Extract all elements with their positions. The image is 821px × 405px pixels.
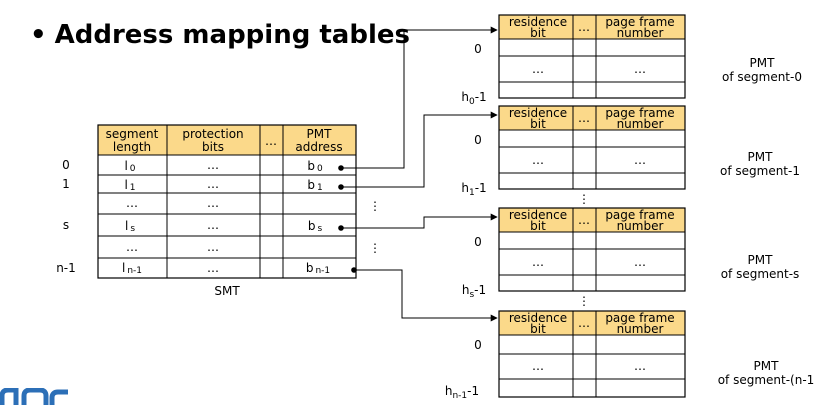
- smt-row-4-length: …: [126, 240, 138, 254]
- smt-vdots-2: ⋮: [369, 241, 381, 255]
- pmt-s-dots-col1: …: [532, 255, 544, 269]
- smt-header-fill: [98, 125, 356, 155]
- pmt-s-first-row-label: 0: [474, 235, 482, 249]
- pmt-1-header-ellipsis: …: [578, 111, 590, 125]
- pmt-s-dots-col3: …: [634, 255, 646, 269]
- smt-border: [97, 124, 357, 279]
- logo-fragment-icon: [0, 388, 68, 405]
- smt-row-s-prot: …: [207, 218, 219, 232]
- pmt-s-last-row-label: hs-1: [462, 283, 486, 300]
- pmt-n-1-header-bit: bit: [530, 322, 546, 336]
- smt-row-label-s: s: [63, 218, 69, 232]
- smt-row-label-0: 0: [62, 158, 70, 172]
- arrow-to-pmt-0: [341, 26, 498, 169]
- pmt-vdots-1: ⋮: [578, 192, 590, 206]
- pmt-1-caption-1: PMT: [748, 150, 774, 164]
- pmt-1-first-row-label: 0: [474, 133, 482, 147]
- pmt-0-header-residence: residence: [509, 15, 567, 29]
- title-text: Address mapping tables: [54, 20, 410, 50]
- pmt-0-caption-2: of segment-0: [722, 70, 802, 84]
- pmt-n-1-dots-col3: …: [634, 359, 646, 373]
- smt-vdots-1: ⋮: [369, 199, 381, 213]
- pmt-0-header-number: number: [617, 26, 664, 40]
- pmt-0-caption-1: PMT: [750, 56, 776, 70]
- slide-title: •Address mapping tables: [30, 20, 410, 50]
- pmt-1-header-page-frame: page frame: [605, 106, 674, 120]
- pmt-n-1-header-residence: residence: [509, 311, 567, 325]
- smt-row-label-1: 1: [62, 177, 70, 191]
- smt-row-4-prot: …: [207, 240, 219, 254]
- pmt-0-dots-col1: …: [532, 62, 544, 76]
- pmt-table-s: residence bit … page frame number … … 0 …: [462, 207, 800, 300]
- arrow-to-pmt-s: [341, 213, 498, 229]
- pmt-vdots-2: ⋮: [578, 294, 590, 308]
- smt-caption: SMT: [214, 284, 240, 298]
- smt-header-protection-bits-1: protection: [182, 127, 243, 141]
- pmt-table-0: residence bit … page frame number … … 0 …: [461, 14, 802, 107]
- pmt-0-header-ellipsis: …: [578, 20, 590, 34]
- pmt-1-header-residence: residence: [509, 106, 567, 120]
- pmt-s-header-bit: bit: [530, 219, 546, 233]
- smt-table: segment length protection bits … PMT add…: [56, 124, 381, 298]
- smt-header-ellipsis: …: [265, 134, 277, 148]
- smt-row-0-prot: …: [207, 158, 219, 172]
- pmt-n-1-last-row-label: hn-1-1: [445, 384, 479, 401]
- pmt-n-1-caption-2: of segment-(n-1: [718, 373, 815, 387]
- pmt-0-dots-col3: …: [634, 62, 646, 76]
- arrow-to-pmt-1: [341, 111, 498, 188]
- smt-row-label-n-1: n-1: [56, 261, 76, 275]
- pmt-0-header-bit: bit: [530, 26, 546, 40]
- pmt-s-header-ellipsis: …: [578, 213, 590, 227]
- pmt-1-header-number: number: [617, 117, 664, 131]
- pmt-n-1-header-ellipsis: …: [578, 316, 590, 330]
- pmt-1-dots-col1: …: [532, 153, 544, 167]
- pmt-s-header-residence: residence: [509, 208, 567, 222]
- smt-header-segment-length-2: length: [113, 140, 151, 154]
- pmt-n-1-first-row-label: 0: [474, 338, 482, 352]
- pmt-0-header-page-frame: page frame: [605, 15, 674, 29]
- pmt-table-1: residence bit … page frame number … … 0 …: [461, 105, 800, 198]
- arrow-to-pmt-n-1: [354, 269, 498, 322]
- pmt-1-dots-col3: …: [634, 153, 646, 167]
- pmt-n-1-dots-col1: …: [532, 359, 544, 373]
- pmt-s-caption-2: of segment-s: [721, 267, 800, 281]
- pmt-1-header-bit: bit: [530, 117, 546, 131]
- smt-row-1-prot: …: [207, 177, 219, 191]
- pmt-n-1-header-page-frame: page frame: [605, 311, 674, 325]
- pmt-0-first-row-label: 0: [474, 42, 482, 56]
- smt-row-2-prot: …: [207, 196, 219, 210]
- title-bullet: •: [30, 20, 47, 50]
- smt-header-protection-bits-2: bits: [202, 140, 224, 154]
- pmt-table-n-1: residence bit … page frame number … … 0 …: [445, 310, 815, 401]
- smt-row-n-1-prot: …: [207, 261, 219, 275]
- pmt-0-last-row-label: h0-1: [461, 90, 486, 107]
- pmt-s-header-number: number: [617, 219, 664, 233]
- pmt-n-1-caption-1: PMT: [754, 359, 780, 373]
- pmt-1-last-row-label: h1-1: [461, 181, 486, 198]
- pmt-s-header-page-frame: page frame: [605, 208, 674, 222]
- smt-header-segment-length-1: segment: [106, 127, 159, 141]
- smt-header-pmt-address-1: PMT: [307, 127, 333, 141]
- smt-row-2-length: …: [126, 196, 138, 210]
- pmt-s-caption-1: PMT: [748, 253, 774, 267]
- smt-header-pmt-address-2: address: [295, 140, 342, 154]
- pmt-n-1-header-number: number: [617, 322, 664, 336]
- pmt-1-caption-2: of segment-1: [720, 164, 800, 178]
